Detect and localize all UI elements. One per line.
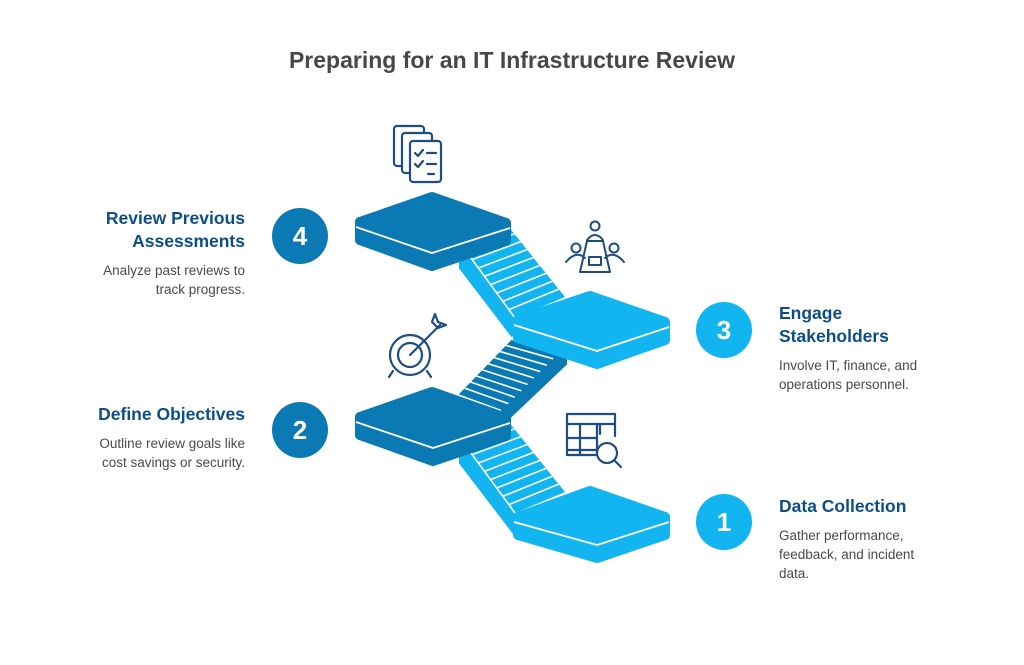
stair-step	[508, 288, 559, 311]
stair-step	[493, 356, 541, 373]
stair-step	[478, 443, 528, 464]
step-2-number-badge: 2	[272, 402, 328, 458]
step-2: Define Objectives Outline review goals l…	[5, 403, 245, 472]
stair-step	[484, 451, 534, 473]
step-description: Analyze past reviews to track progress.	[103, 263, 245, 297]
stair-step	[490, 459, 540, 481]
platforms	[355, 192, 670, 563]
step-4: Review Previous Assessments Analyze past…	[5, 207, 245, 299]
platform-edge	[355, 421, 511, 449]
step-4-number-badge: 4	[272, 208, 328, 264]
step-heading: Define Objectives	[98, 404, 245, 424]
platform-3	[513, 291, 670, 369]
platform-edge	[513, 521, 670, 546]
stair-step	[504, 344, 554, 360]
stair-step	[502, 280, 553, 303]
stair-step	[484, 256, 534, 278]
platform-top	[513, 486, 670, 545]
platform-2	[355, 387, 511, 466]
meeting-table-icon	[565, 220, 625, 273]
step-heading: Data Collection	[779, 496, 907, 516]
stair-step	[499, 350, 548, 366]
platform-4	[355, 192, 511, 271]
step-heading: Review Previous Assessments	[105, 208, 245, 251]
platform-top	[355, 387, 511, 448]
stair-step	[463, 387, 509, 405]
stairs	[457, 226, 567, 536]
step-description: Outline review goals like cost savings o…	[99, 436, 245, 470]
stair-step	[481, 368, 528, 386]
step-1-number-badge: 1	[696, 494, 752, 550]
step-heading: Engage Stakeholders	[779, 303, 889, 346]
target-arrow-icon	[387, 312, 448, 379]
checklist-documents-icon	[392, 124, 443, 184]
stair-step	[487, 362, 535, 379]
step-3-number-badge: 3	[696, 302, 752, 358]
page-title: Preparing for an IT Infrastructure Revie…	[288, 47, 736, 73]
stair-step	[471, 436, 521, 456]
platform-1	[513, 486, 670, 563]
platform-top	[513, 291, 670, 351]
stair-edge	[457, 332, 518, 395]
stair-step	[478, 248, 528, 269]
platform-top	[355, 192, 511, 253]
stair-step	[496, 272, 547, 294]
stair-step	[508, 483, 559, 506]
step-1: Data Collection Gather performance, feed…	[779, 495, 969, 583]
stair-step	[475, 374, 522, 392]
step-description: Involve IT, finance, and operations pers…	[779, 358, 918, 392]
step-3: Engage Stakeholders Involve IT, finance,…	[779, 302, 969, 394]
stair-step	[469, 381, 516, 398]
stair-step	[496, 467, 547, 489]
stair-step	[471, 241, 521, 261]
table-search-icon	[565, 412, 623, 469]
step-description: Gather performance, feedback, and incide…	[779, 528, 915, 581]
platform-edge	[513, 324, 670, 352]
platform-edge	[355, 226, 511, 254]
stair-step	[490, 264, 540, 286]
stair-step	[502, 475, 553, 498]
